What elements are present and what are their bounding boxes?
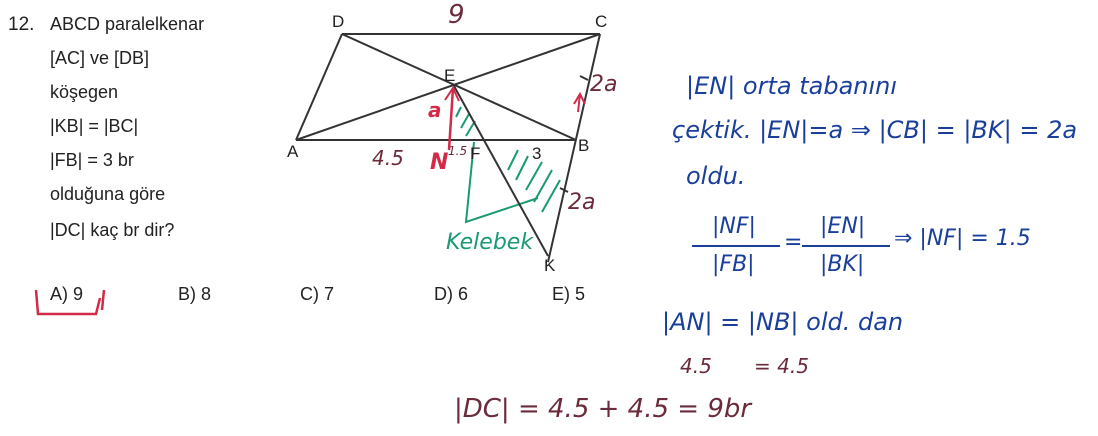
solution-line-3: oldu.	[686, 162, 746, 190]
fraction-1-numerator: |NF|	[712, 214, 756, 239]
question-line-2: [AC] ve [DB]	[50, 48, 150, 68]
point-e: E	[444, 66, 456, 85]
question-line-4: |KB| = |BC|	[50, 116, 139, 136]
tick-bk	[559, 187, 569, 193]
point-b: B	[578, 136, 590, 155]
solution-final: |DC| = 4.5 + 4.5 = 9br	[454, 394, 752, 424]
solution-line-2: çektik. |EN|=a ⇒ |CB| = |BK| = 2a	[672, 116, 1078, 144]
solution-line-5: |AN| = |NB| old. dan	[662, 308, 904, 336]
answer-mark-stroke	[100, 289, 106, 311]
label-fb: 3	[532, 144, 542, 163]
label-nf: 1.5	[448, 144, 468, 158]
label-bk-2a: 2a	[568, 190, 596, 215]
question-number: 12.	[8, 14, 35, 35]
point-f: F	[470, 144, 481, 163]
segment-en	[447, 87, 455, 151]
fraction-2-numerator: |EN|	[820, 214, 866, 239]
label-top-9: 9	[448, 0, 465, 30]
butterfly-triangle	[464, 141, 539, 224]
fraction-result: ⇒ |NF| = 1.5	[894, 226, 1031, 251]
point-n: N	[430, 150, 449, 175]
choice-a[interactable]: A) 9	[50, 284, 84, 304]
line-e-k	[453, 85, 549, 257]
label-an: 4.5	[372, 146, 404, 170]
question-line-5: |FB| = 3 br	[50, 150, 134, 170]
answer-mark	[34, 289, 102, 316]
label-cb-2a: 2a	[590, 72, 618, 97]
solution-line-6b: = 4.5	[754, 354, 809, 378]
diagonal-ac	[295, 33, 601, 141]
solution-line-1: |EN| orta tabanını	[686, 72, 898, 100]
tick-cb	[579, 75, 589, 81]
label-en-a: a	[428, 98, 442, 122]
point-d: D	[332, 12, 345, 31]
choice-c[interactable]: C) 7	[300, 284, 335, 304]
point-a: A	[287, 142, 299, 161]
question-line-1: ABCD paralelkenar	[50, 14, 205, 34]
question-line-6: olduğuna göre	[50, 184, 166, 204]
side-da	[295, 33, 343, 141]
label-butterfly: Kelebek	[446, 230, 534, 255]
question-line-7: |DC| kaç br dir?	[50, 220, 175, 240]
choice-d[interactable]: D) 6	[434, 284, 469, 304]
choice-e[interactable]: E) 5	[552, 284, 586, 304]
choice-b[interactable]: B) 8	[178, 284, 212, 304]
point-k: K	[544, 256, 556, 275]
fraction-1-denominator: |FB|	[712, 252, 755, 277]
question-line-3: köşegen	[50, 82, 119, 102]
butterfly-hatching	[455, 106, 561, 213]
arrow-en	[444, 85, 460, 102]
fraction-2-denominator: |BK|	[820, 252, 865, 277]
point-c: C	[595, 12, 608, 31]
fraction-equals: =	[784, 230, 803, 255]
diagonal-db	[341, 33, 577, 141]
line-c-k	[547, 33, 601, 263]
solution-line-6a: 4.5	[680, 354, 712, 378]
